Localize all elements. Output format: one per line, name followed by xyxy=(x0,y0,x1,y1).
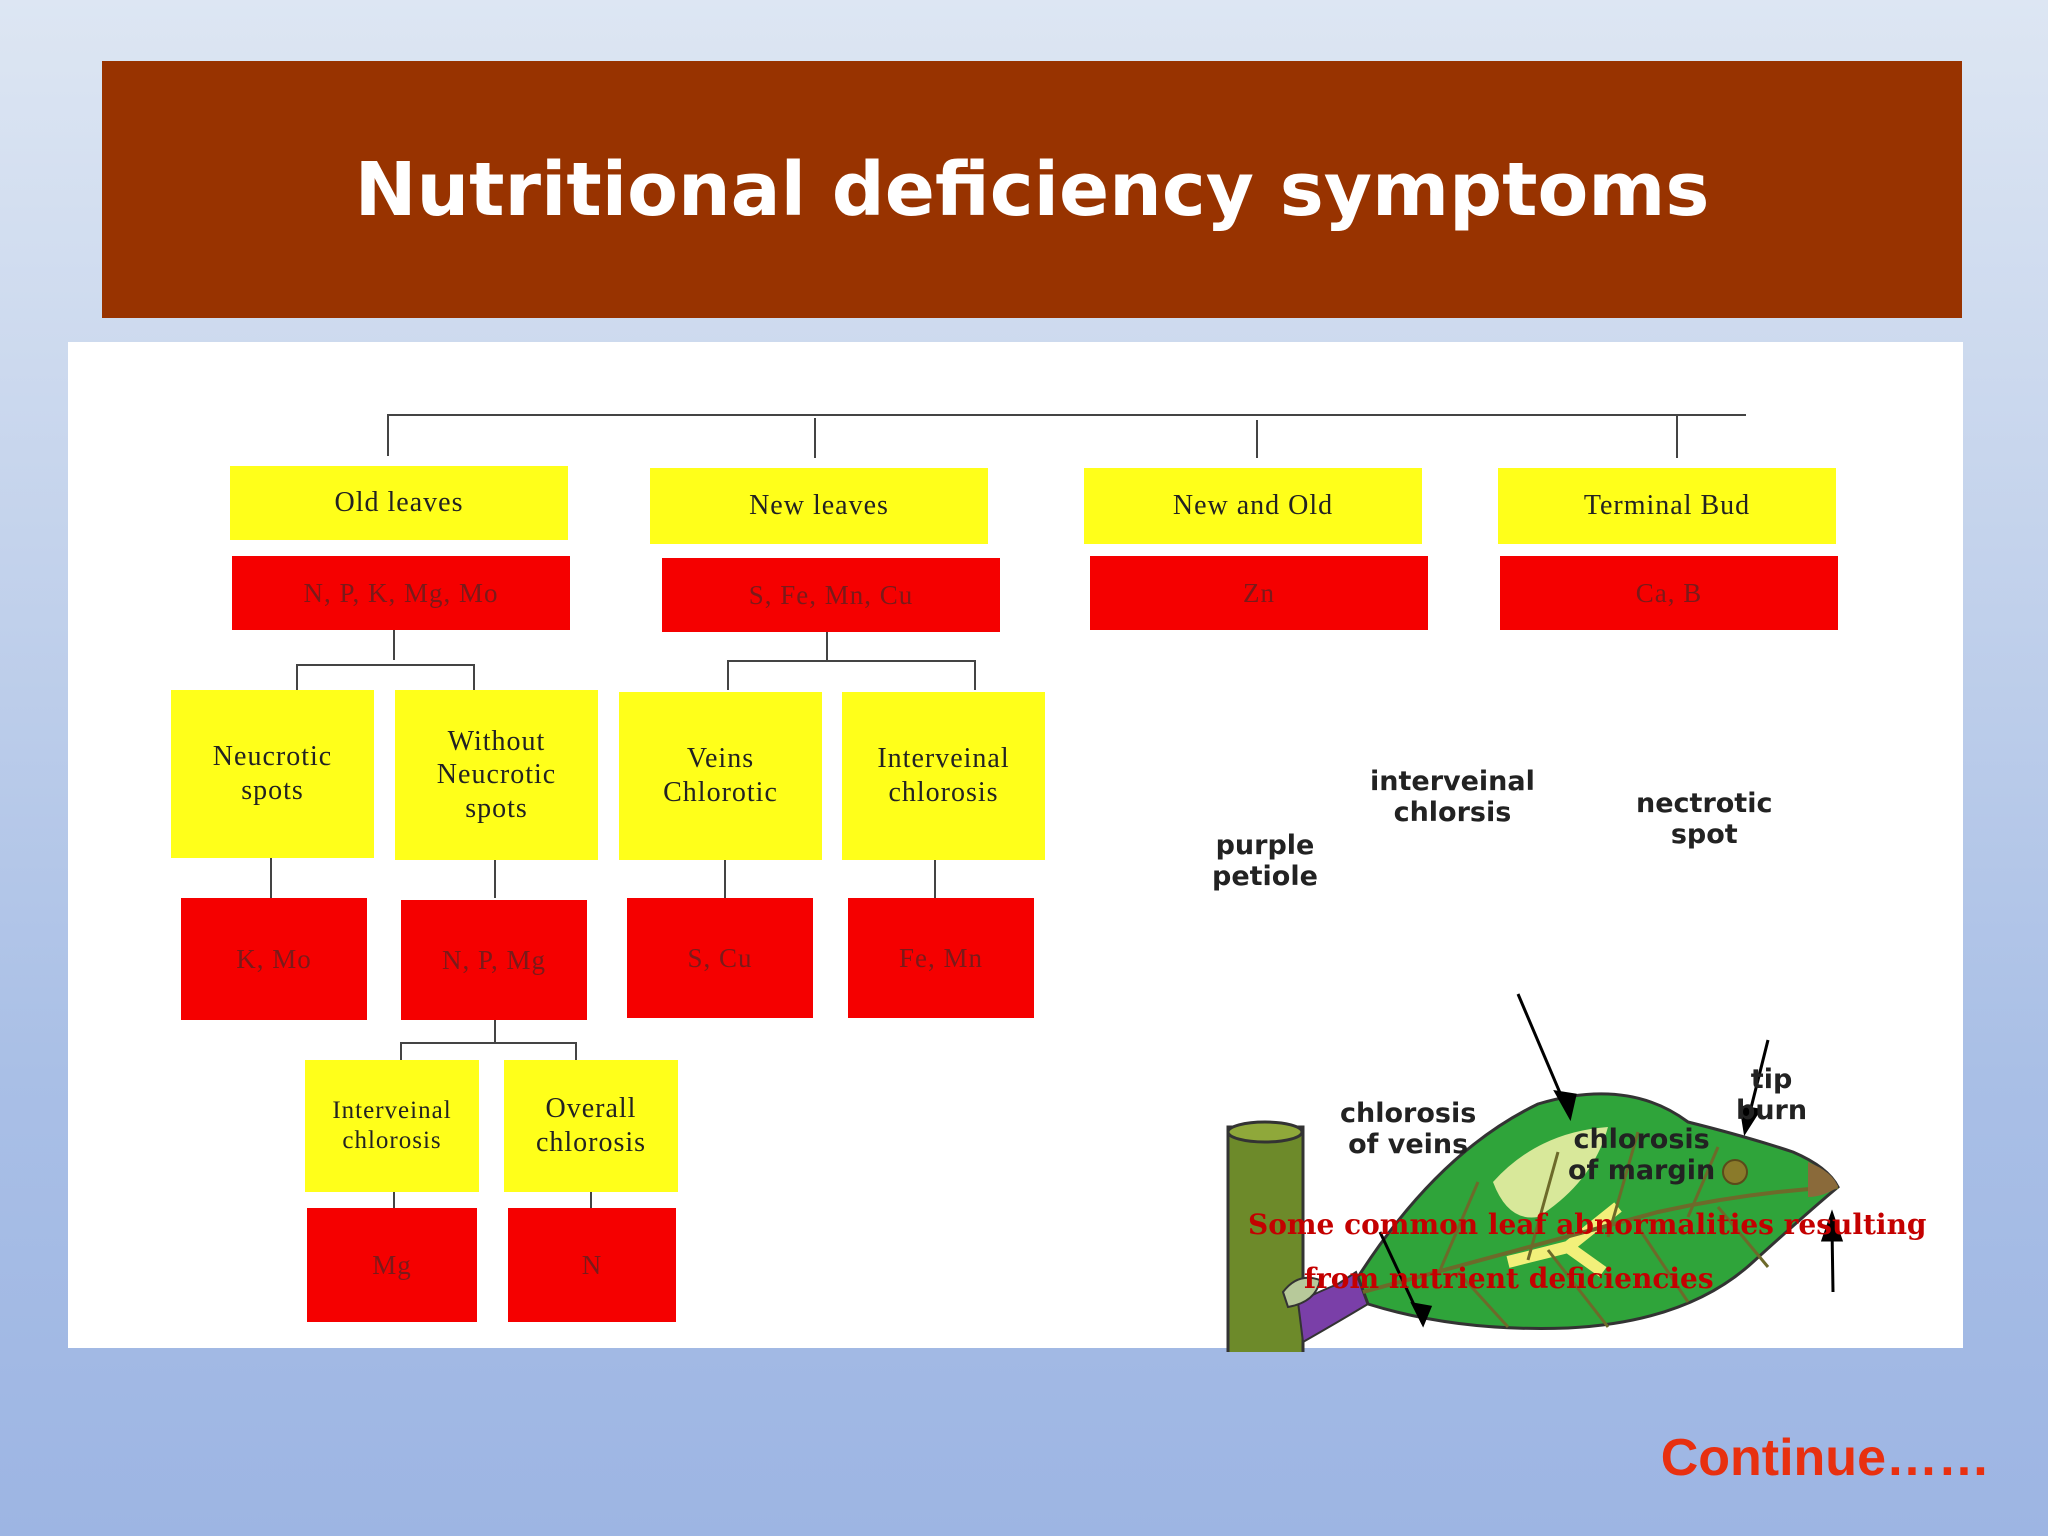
connector-line xyxy=(934,860,936,898)
connector-line xyxy=(494,860,496,898)
connector-line xyxy=(387,414,389,456)
symptom-box-interveinal-new: Interveinal chlorosis xyxy=(842,692,1045,860)
figure-caption-line2: from nutrient deficiencies xyxy=(1304,1262,1714,1295)
connector-line xyxy=(814,418,816,458)
connector-line xyxy=(494,1020,496,1042)
connector-line xyxy=(296,664,474,666)
symptom-box-veins-chlorotic: Veins Chlorotic xyxy=(619,692,822,860)
element-box-terminal-bud: Ca, B xyxy=(1500,556,1838,630)
label-chlorosis-of-margin: chlorosis of margin xyxy=(1568,1124,1716,1187)
connector-line xyxy=(575,1042,577,1060)
symptom-box-terminal-bud: Terminal Bud xyxy=(1498,468,1836,544)
element-box-mg: Mg xyxy=(307,1208,477,1322)
connector-line xyxy=(826,632,828,660)
diagram-panel: Old leaves New leaves New and Old Termin… xyxy=(68,342,1963,1352)
symptom-box-new-leaves: New leaves xyxy=(650,468,988,544)
connector-line xyxy=(270,858,272,898)
connector-line xyxy=(1676,414,1678,458)
connector-line xyxy=(727,660,975,662)
leaf-blade xyxy=(1356,1092,1840,1330)
symptom-box-without-neucrotic: Without Neucrotic spots xyxy=(395,690,598,860)
connector-line xyxy=(296,664,298,690)
connector-line xyxy=(590,1192,592,1208)
label-tip-burn: tip burn xyxy=(1736,1064,1808,1127)
connector-line xyxy=(727,660,729,690)
label-interveinal-chlorsis: interveinal chlorsis xyxy=(1370,766,1535,829)
lateral-veins xyxy=(1436,1131,1770,1329)
connector-line xyxy=(400,1042,576,1044)
connector-line xyxy=(724,860,726,898)
connector-line xyxy=(387,414,1746,416)
interveinal-patch xyxy=(1493,1127,1608,1218)
symptom-box-neucrotic-spots: Neucrotic spots xyxy=(171,690,374,858)
element-box-k-mo: K, Mo xyxy=(181,898,367,1020)
stem xyxy=(1226,1125,1305,1352)
connector-line xyxy=(400,1042,402,1060)
label-chlorosis-of-veins: chlorosis of veins xyxy=(1340,1098,1477,1161)
tip-burn xyxy=(1808,1162,1838,1197)
necrotic-spot xyxy=(1722,1159,1748,1185)
element-box-n-p-mg: N, P, Mg xyxy=(401,900,587,1020)
bud xyxy=(1281,1276,1322,1309)
connector-line xyxy=(1256,420,1258,458)
element-box-new-leaves: S, Fe, Mn, Cu xyxy=(662,558,1000,632)
title-banner: Nutritional deficiency symptoms xyxy=(102,61,1962,318)
main-vein xyxy=(1362,1185,1839,1294)
symptom-box-interveinal-old: Interveinal chlorosis xyxy=(305,1060,479,1192)
element-box-n: N xyxy=(508,1208,676,1322)
element-box-new-and-old: Zn xyxy=(1090,556,1428,630)
symptom-box-old-leaves: Old leaves xyxy=(230,466,568,540)
stem-top xyxy=(1226,1120,1304,1144)
connector-line xyxy=(974,660,976,690)
connector-line xyxy=(393,1192,395,1208)
element-box-old-leaves: N, P, K, Mg, Mo xyxy=(232,556,570,630)
page-title: Nutritional deficiency symptoms xyxy=(354,146,1710,233)
leaf-illustration xyxy=(1226,993,1844,1352)
connector-line xyxy=(473,664,475,690)
element-box-s-cu: S, Cu xyxy=(627,898,813,1018)
symptom-box-overall-chlorosis: Overall chlorosis xyxy=(504,1060,678,1192)
continue-link[interactable]: Continue…… xyxy=(1660,1429,1990,1487)
label-nectrotic-spot: nectrotic spot xyxy=(1636,788,1773,851)
connector-line xyxy=(393,630,395,660)
label-purple-petiole: purple petiole xyxy=(1212,830,1318,893)
figure-caption-line1: Some common leaf abnormalities resulting xyxy=(1248,1208,1927,1241)
symptom-box-new-and-old: New and Old xyxy=(1084,468,1422,544)
element-box-fe-mn: Fe, Mn xyxy=(848,898,1034,1018)
